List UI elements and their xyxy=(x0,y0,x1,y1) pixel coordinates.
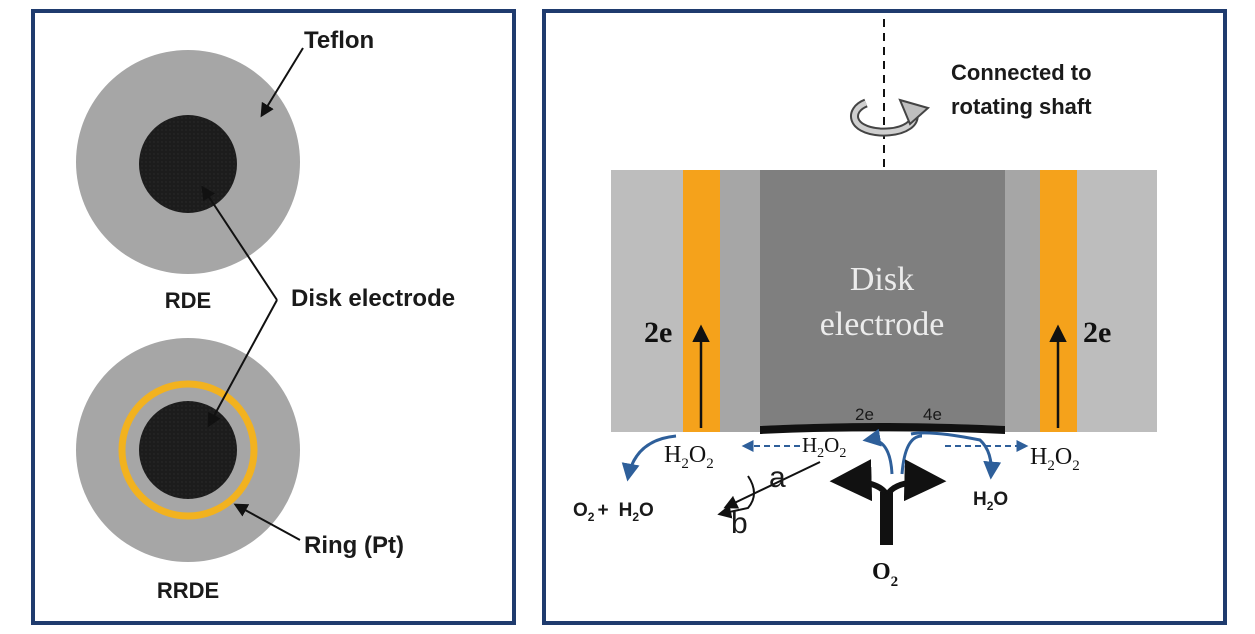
o2-inlet-label: O2 xyxy=(872,559,898,590)
left-2e-label: 2e xyxy=(644,316,672,349)
path-a-label: a xyxy=(769,461,786,494)
disk-electrode-label: Disk electrode xyxy=(291,285,455,312)
ring-pointer-arrow xyxy=(233,503,301,541)
rrde-ring-electrode xyxy=(118,380,258,520)
teflon-outer-right xyxy=(1077,170,1157,432)
path-b-label: b xyxy=(731,507,748,540)
rde-label: RDE xyxy=(165,288,211,313)
disk-electrode-body xyxy=(760,170,1005,426)
o2-flow-split-right xyxy=(885,459,947,502)
disk-label-line1: Disk xyxy=(850,261,914,298)
disk-electrode-pointer-upper xyxy=(201,185,278,301)
o2-split-left-blue-arrow xyxy=(862,428,894,475)
rrde-label: RRDE xyxy=(157,578,219,603)
path-a-arrow xyxy=(723,461,821,509)
surface-4e-label: 4e xyxy=(923,405,942,424)
surface-2e-label: 2e xyxy=(855,405,874,424)
disk-electrode-pointer-lower xyxy=(207,299,278,428)
disk-active-surface xyxy=(760,423,1005,434)
disk-label-line2: electrode xyxy=(820,306,945,343)
left-ring-oxidation-curved-arrow xyxy=(621,434,677,482)
h2o2-center-label: H2O2 xyxy=(802,433,846,461)
h2o-right-label: H2O xyxy=(973,489,1008,513)
o2-split-right-blue-arrow xyxy=(900,434,923,475)
rotation-arrow-icon xyxy=(850,98,931,137)
right-2e-label: 2e xyxy=(1083,316,1111,349)
rrde-disk-electrode xyxy=(139,401,237,499)
rde-disk-electrode xyxy=(139,115,237,213)
ring-pt-label: Ring (Pt) xyxy=(304,532,404,559)
teflon-pointer-arrow xyxy=(260,47,304,118)
h2o2-left-label: H2O2 xyxy=(664,442,714,472)
h2o2-right-label: H2O2 xyxy=(1030,444,1080,474)
teflon-outer-left xyxy=(611,170,683,432)
o2-plus-h2o-label: O2+H2O xyxy=(573,500,654,524)
shaft-label-line1: Connected to xyxy=(951,60,1092,85)
teflon-label: Teflon xyxy=(304,27,374,54)
o2-flow-split-left xyxy=(829,459,889,502)
shaft-label-line2: rotating shaft xyxy=(951,94,1092,119)
path-b-arrow xyxy=(717,475,755,519)
o2-inlet-stem xyxy=(880,492,893,545)
right-ring-to-h2o-curved-arrow xyxy=(910,431,1002,480)
